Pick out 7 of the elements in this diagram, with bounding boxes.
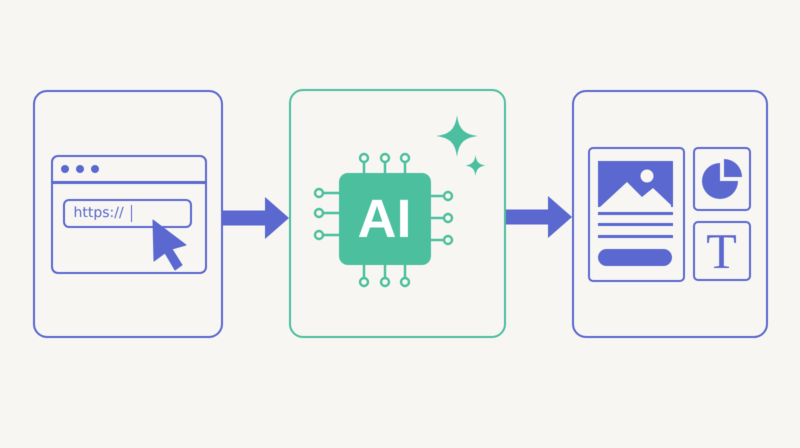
step-card (33, 90, 223, 338)
ai-chip: AI (338, 172, 430, 264)
arrow (223, 197, 289, 239)
step-card (572, 90, 768, 338)
text-type-glyph: T (706, 226, 737, 276)
step-card (289, 89, 506, 338)
arrow (506, 196, 572, 238)
